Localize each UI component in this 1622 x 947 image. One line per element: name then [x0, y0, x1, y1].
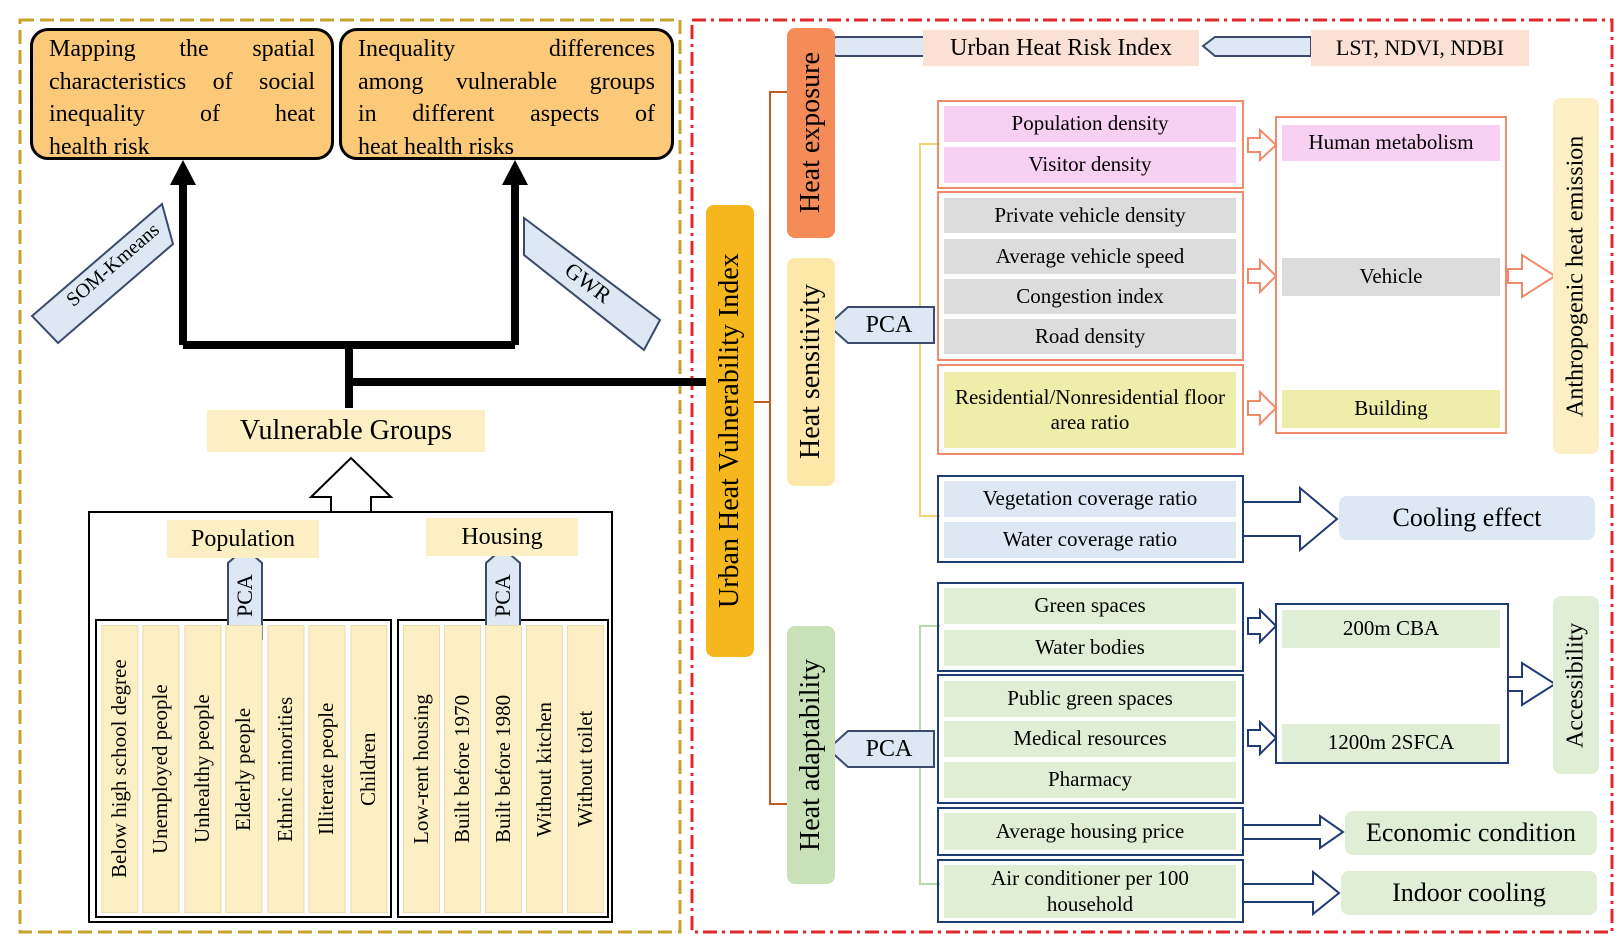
population-item: Unhealthy people: [183, 625, 222, 913]
item-medical-resources: Medical resources: [944, 721, 1236, 757]
item-average-vehicle-speed: Average vehicle speed: [944, 239, 1236, 274]
item-water-coverage: Water coverage ratio: [944, 522, 1236, 558]
top-box-right-line-2: among vulnerable groups: [358, 68, 655, 95]
top-box-left-line-1: Mapping the spatial: [49, 36, 315, 62]
target-cooling-effect: Cooling effect: [1339, 496, 1595, 540]
som-kmeans-arrow: [30, 202, 175, 345]
item-visitor-density: Visitor density: [944, 147, 1236, 183]
gwr-arrow: [523, 216, 662, 352]
target-200m-cba: 200m CBA: [1282, 610, 1500, 648]
item-green-spaces: Green spaces: [944, 588, 1236, 624]
target-indoor-cooling: Indoor cooling: [1341, 871, 1597, 915]
pca-arrow-adaptability: [826, 730, 935, 768]
target-economic-condition: Economic condition: [1345, 811, 1597, 855]
frame-vehicle: [937, 191, 1244, 361]
pca-label-adaptability: PCA: [865, 735, 913, 762]
housing-item: Without toilet: [567, 625, 604, 913]
top-box-left-line-2: characteristics of social: [49, 68, 315, 95]
accessibility-label: Accessibility: [1553, 596, 1599, 774]
pca-arrow-sensitivity: [826, 306, 935, 344]
top-box-left-line-4: health risk: [49, 133, 150, 160]
top-box-right-line-4: heat health risks: [358, 133, 514, 160]
top-box-right: Inequality differences among vulnerable …: [339, 28, 674, 160]
item-vegetation-coverage: Vegetation coverage ratio: [944, 481, 1236, 517]
top-box-right-line-1: Inequality differences: [358, 36, 655, 62]
tree-connector: [179, 185, 706, 408]
population-item: Children: [349, 625, 387, 913]
arrow-head-left: [170, 160, 196, 185]
item-average-housing-price: Average housing price: [944, 813, 1236, 850]
urban-heat-risk-index: Urban Heat Risk Index: [923, 30, 1199, 66]
top-box-right-line-3: in different aspects of: [358, 101, 655, 128]
item-population-density: Population density: [944, 106, 1236, 142]
item-private-vehicle-density: Private vehicle density: [944, 198, 1236, 233]
uhvi-bracket: [769, 91, 790, 805]
hollow-up-arrow: [308, 456, 394, 513]
housing-item: Low-rent housing: [403, 625, 440, 913]
housing-item: Without kitchen: [526, 625, 563, 913]
top-box-left: Mapping the spatial characteristics of s…: [30, 28, 334, 160]
item-air-conditioner: Air conditioner per 100 household: [944, 865, 1236, 918]
left-section-border: [18, 18, 682, 934]
right-section-border: [690, 18, 1614, 934]
exposure-source: LST, NDVI, NDBI: [1311, 30, 1529, 66]
pca-label-population: PCA: [232, 574, 257, 618]
vulnerable-groups-title: Vulnerable Groups: [207, 410, 485, 452]
item-road-density: Road density: [944, 319, 1236, 354]
frame-human: [937, 100, 1244, 189]
uhvi-title: Urban Heat Vulnerability Index: [706, 205, 754, 657]
housing-title: Housing: [426, 518, 578, 556]
target-1200m-2sfca: 1200m 2SFCA: [1282, 724, 1500, 762]
exposure-arrow-2: [1201, 36, 1312, 57]
target-building: Building: [1282, 390, 1500, 428]
item-congestion-index: Congestion index: [944, 279, 1236, 314]
pca-label-housing: PCA: [490, 574, 515, 618]
top-box-left-line-3: inequality of heat: [49, 101, 315, 128]
pca-label-sensitivity: PCA: [865, 311, 913, 338]
population-item: Below high school degree: [101, 625, 139, 913]
target-vehicle: Vehicle: [1282, 258, 1500, 296]
population-item: Illiterate people: [308, 625, 346, 913]
frame-200m: [937, 582, 1244, 672]
frame-building: [937, 364, 1244, 455]
population-columns: Below high school degree Unemployed peop…: [101, 625, 387, 913]
heat-exposure-title: Heat exposure: [787, 28, 835, 238]
arrow-head-right: [502, 160, 528, 185]
population-item: Elderly people: [225, 625, 263, 913]
housing-item: Built before 1970: [444, 625, 481, 913]
anthropogenic-heat-emission: Anthropogenic heat emission: [1553, 98, 1599, 454]
frame-1200m: [937, 674, 1244, 804]
housing-item: Built before 1980: [485, 625, 522, 913]
groups-outer-box: [88, 511, 613, 923]
heat-adaptability-title: Heat adaptability: [787, 626, 835, 884]
target-human-metabolism: Human metabolism: [1282, 125, 1500, 161]
population-title: Population: [167, 520, 319, 558]
housing-columns: Low-rent housing Built before 1970 Built…: [403, 625, 604, 913]
item-public-green-spaces: Public green spaces: [944, 681, 1236, 717]
item-floor-area-ratio: Residential/Nonresidential floor area ra…: [944, 372, 1236, 448]
population-item: Ethnic minorities: [266, 625, 305, 913]
item-water-bodies: Water bodies: [944, 630, 1236, 666]
heat-sensitivity-title: Heat sensitivity: [787, 258, 835, 486]
item-pharmacy: Pharmacy: [944, 762, 1236, 798]
population-item: Unemployed people: [142, 625, 180, 913]
exposure-arrow-1: [822, 36, 932, 57]
